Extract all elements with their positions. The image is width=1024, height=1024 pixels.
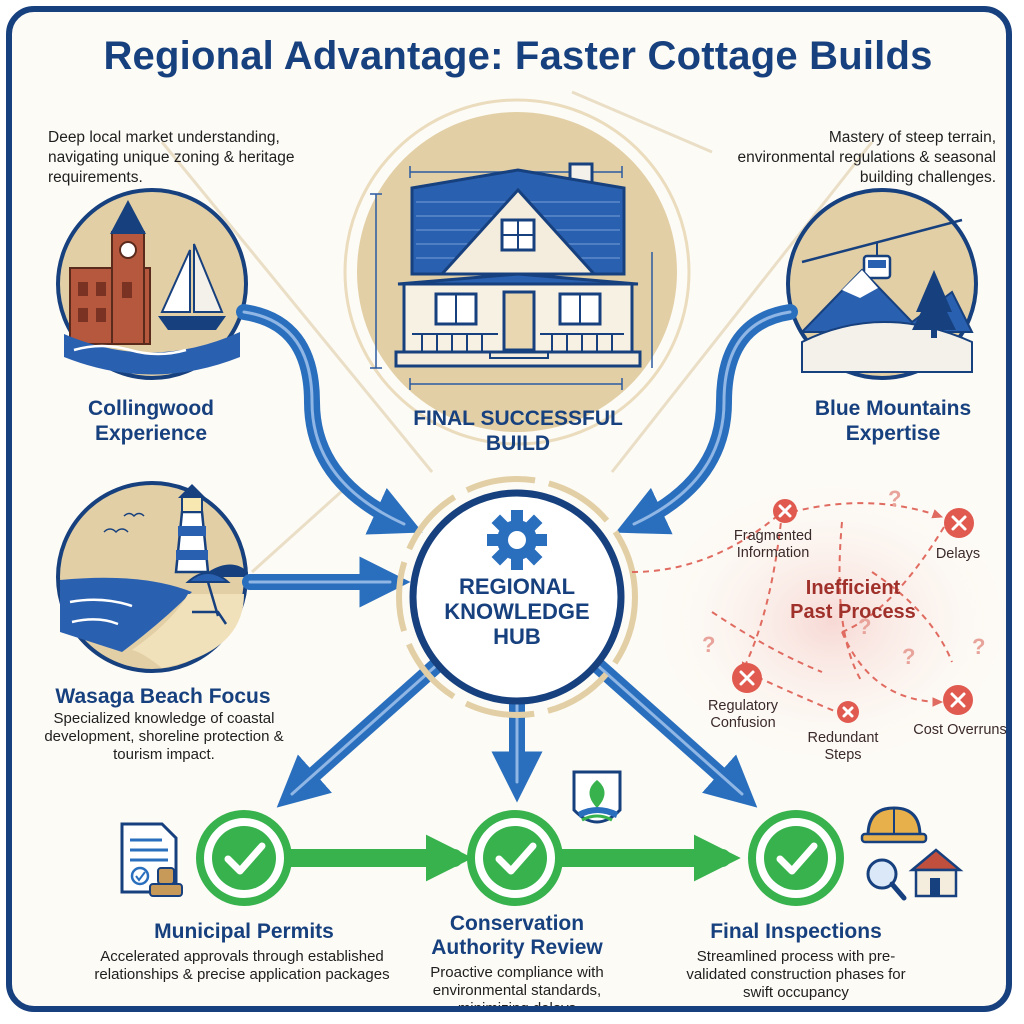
wasaga-label: Wasaga Beach Focus xyxy=(55,685,271,708)
inefficient-process-web: ? ? ? ? ? xyxy=(631,472,1006,772)
svg-text:?: ? xyxy=(902,644,915,669)
infographic-frame: ? ? ? ? ? xyxy=(6,6,1012,1012)
hub-circle xyxy=(396,476,638,718)
question-marks: ? ? ? ? ? xyxy=(702,486,985,669)
stage-municipal-permits-description: Accelerated approvals through establishe… xyxy=(94,948,390,983)
stage-conservation-review-description: Proactive compliance with environmental … xyxy=(430,964,604,1012)
svg-text:?: ? xyxy=(702,632,715,657)
blue-mountains-description: Mastery of steep terrain, environmental … xyxy=(737,129,997,186)
stage-municipal-permits-title: Municipal Permits xyxy=(154,920,334,943)
house-blueprint-icon xyxy=(370,162,653,390)
approval-checkmarks xyxy=(196,810,844,906)
wasaga-description: Specialized knowledge of coastal develop… xyxy=(44,710,284,763)
blue-mountains-label: Blue Mountains Expertise xyxy=(814,397,972,445)
issue-redundant-steps: Redundant Steps xyxy=(807,730,879,763)
mountain-gondola-icon xyxy=(786,188,978,380)
hardhat-magnifier-house-icon xyxy=(860,806,964,901)
gear-icon xyxy=(487,510,547,570)
svg-text:?: ? xyxy=(972,634,985,659)
leaf-shield-icon xyxy=(572,770,622,824)
svg-text:?: ? xyxy=(888,486,901,511)
stage-final-inspections-description: Streamlined process with pre-validated c… xyxy=(686,948,906,1001)
stage-conservation-review-title: Conservation Authority Review xyxy=(431,912,603,959)
page-title: Regional Advantage: Faster Cottage Build… xyxy=(103,34,933,78)
issue-delays: Delays xyxy=(935,546,981,562)
stage-final-inspections-title: Final Inspections xyxy=(710,920,882,943)
svg-text:?: ? xyxy=(858,614,871,639)
permit-document-stamp-icon xyxy=(120,822,183,897)
inefficient-process-title: Inefficient Past Process xyxy=(790,577,916,623)
final-build-label: FINAL SUCCESSFUL BUILD xyxy=(413,407,623,455)
collingwood-label: Collingwood Experience xyxy=(88,397,214,445)
lighthouse-beach-icon xyxy=(56,481,248,673)
hub-label: REGIONAL KNOWLEDGE HUB xyxy=(444,574,590,649)
diagram-artwork: ? ? ? ? ? xyxy=(56,90,1006,906)
inflow-arrows xyxy=(236,304,798,608)
issue-regulatory-confusion: Regulatory Confusion xyxy=(707,698,779,731)
issue-cost-overruns: Cost Overruns xyxy=(913,722,1007,738)
background-guide-lines xyxy=(160,90,874,574)
issue-fragmented-information: Fragmented Information xyxy=(733,528,813,561)
collingwood-description: Deep local market understanding, navigat… xyxy=(48,129,295,186)
town-and-sailboat-icon xyxy=(56,188,248,380)
error-markers xyxy=(732,499,974,723)
